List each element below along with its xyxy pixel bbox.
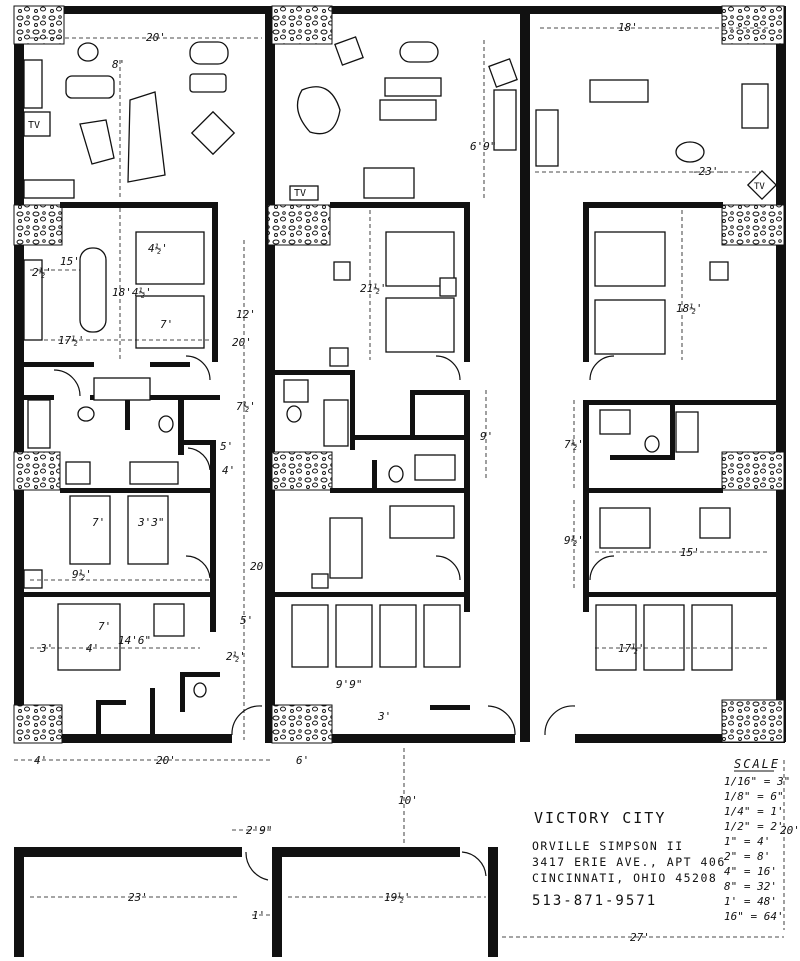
dim-4-low: 4' — [86, 642, 99, 655]
dim-7-c: 7' — [98, 620, 111, 633]
dim-9: 9' — [480, 430, 493, 443]
dim-18-half: 18½' — [676, 302, 703, 315]
dim-27: 27' — [630, 931, 650, 944]
scale-entry: 2" = 8' — [724, 850, 770, 863]
dim-4-mid: 4' — [222, 464, 235, 477]
interior-walls — [24, 202, 777, 736]
dimension-lines — [14, 27, 785, 938]
dim-17-half-a: 17½' — [58, 334, 85, 347]
dim-2-half-a: 2½' — [32, 266, 52, 279]
dim-9-9: 9'9" — [336, 678, 363, 691]
dim-5: 5' — [220, 440, 233, 453]
dim-5-b: 5' — [240, 614, 253, 627]
scale-block: SCALE 1/16" = 3" 1/8" = 6" 1/4" = 1' 1/2… — [724, 757, 790, 923]
dim-4-half: 4½' — [148, 242, 168, 255]
dim-20-right: 20' — [780, 824, 800, 837]
dim-8: 8' — [112, 58, 125, 71]
dim-3-3: 3'3" — [137, 516, 165, 529]
dim-23-bottom: 23' — [128, 891, 148, 904]
dim-20-low: 20' — [250, 560, 270, 573]
dimension-labels: 20' 8' 18' 6'9" -23'- 15' 4½' 2½' 18'4½'… — [32, 21, 800, 944]
dim-20-top: 20' — [146, 31, 166, 44]
scale-entry: 1/4" = 1' — [724, 805, 784, 818]
street-address: 3417 ERIE AVE., APT 406 — [532, 855, 726, 869]
dim-6-9: 6'9" — [470, 140, 497, 153]
scale-entry: 16" = 64' — [724, 910, 784, 923]
dim-9-half-a: 9½' — [72, 568, 92, 581]
dim-3-a: 3' — [39, 642, 53, 655]
dim-1: 1' — [252, 909, 265, 922]
dim-4-bottom: 4' — [34, 754, 47, 767]
scale-entry: 4" = 16' — [724, 865, 777, 878]
dim-3-b: 3' — [377, 710, 391, 723]
exterior-walls — [14, 6, 786, 743]
dim-7-b: 7' — [92, 516, 105, 529]
dim-20-mid: 20' — [232, 336, 252, 349]
dim-21-half: 21½' — [360, 282, 387, 295]
tv-label-left: TV — [28, 120, 40, 131]
dim-19-half: 19½' — [384, 891, 411, 904]
title-block: VICTORY CITY ORVILLE SIMPSON II 3417 ERI… — [532, 809, 726, 909]
dim-23-top: -23'- — [692, 165, 725, 178]
dim-9-half-b: 9½' — [564, 534, 584, 547]
tv-label-middle: TV — [294, 188, 306, 199]
scale-entry: 8" = 32' — [724, 880, 777, 893]
dim-15: 15' — [60, 255, 80, 268]
city-line: CINCINNATI, OHIO 45208 — [532, 871, 717, 885]
dim-7-half-a: 7½' — [236, 400, 256, 413]
scale-heading: SCALE — [734, 757, 780, 771]
designer-name: ORVILLE SIMPSON II — [532, 839, 684, 853]
tv-label-right: TV — [754, 182, 765, 192]
furniture — [23, 36, 778, 698]
dim-2-9: 2'9" — [246, 824, 273, 837]
dim-15-b: 15' — [680, 546, 700, 559]
dim-2-half-b: 2½' — [226, 650, 246, 663]
dim-7-a: 7' — [160, 318, 173, 331]
stone-pillars — [13, 5, 785, 744]
scale-entry: 1/2" = 2' — [724, 820, 784, 833]
lower-walls — [14, 847, 498, 957]
project-title: VICTORY CITY — [534, 809, 666, 827]
dim-7-half-b: 7½' — [564, 438, 584, 451]
scale-entry: 1" = 4' — [724, 835, 770, 848]
phone-number: 513-871-9571 — [532, 893, 657, 909]
scale-entry: 1/16" = 3" — [724, 775, 790, 788]
dim-14-6: 14'6" — [118, 634, 151, 647]
dim-12: 12' — [236, 308, 256, 321]
tv-labels: TV TV TV — [28, 120, 765, 199]
dim-20-bottom: 20' — [156, 754, 176, 767]
scale-entry: 1/8" = 6" — [724, 790, 784, 803]
door-swings — [53, 355, 615, 881]
dim-18-top: 18' — [618, 21, 638, 34]
dim-6-bottom: 6' — [296, 754, 309, 767]
dim-17-half-b: 17½' — [618, 642, 645, 655]
scale-entry: 1' = 48' — [724, 895, 777, 908]
dim-10: 10' — [398, 794, 418, 807]
dim-18-4: 18'4½' — [112, 286, 152, 299]
